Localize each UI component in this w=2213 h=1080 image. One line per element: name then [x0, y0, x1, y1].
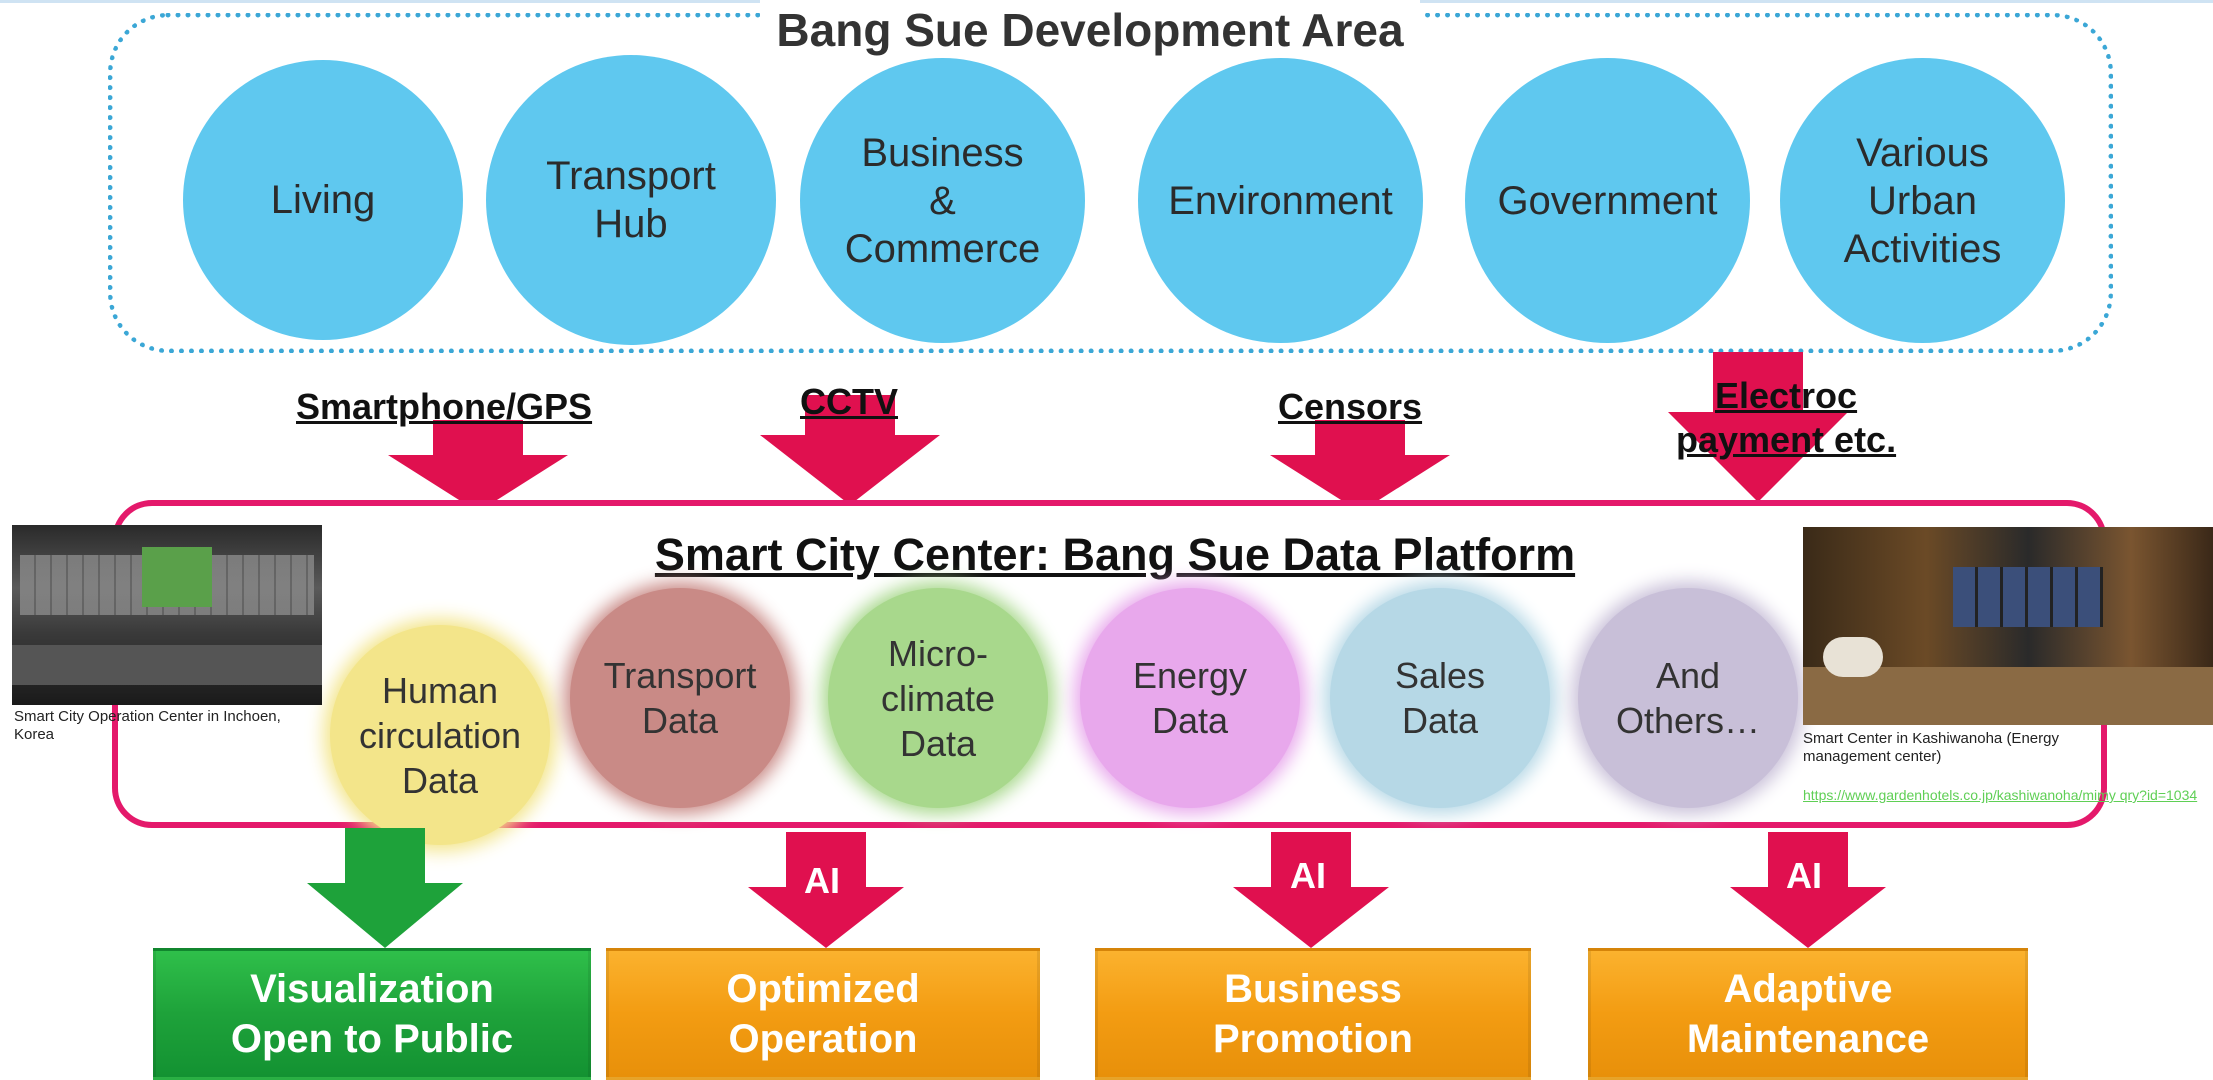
source-label-censors: Censors — [1278, 386, 1423, 427]
source-label-smartphone-gps: Smartphone/GPS — [296, 386, 593, 427]
data-circle-human-circulation: Human circulation Data — [330, 625, 550, 845]
area-circle-various-urban-activities: Various Urban Activities — [1780, 58, 2065, 343]
arrow-ai-business-down — [1233, 832, 1389, 948]
output-adaptive-maintenance: Adaptive Maintenance — [1588, 948, 2028, 1080]
source-label-cctv: CCTV — [800, 381, 898, 422]
arrow-censors-down — [1270, 420, 1450, 512]
data-circle-energy: Energy Data — [1080, 588, 1300, 808]
source-label-electronic-payment: Electroc payment etc. — [1676, 375, 1897, 460]
data-circle-microclimate: Micro- climate Data — [828, 588, 1048, 808]
arrow-payment-down — [1668, 352, 1848, 502]
ai-label-optimized: AI — [804, 860, 840, 901]
area-circle-government: Government — [1465, 58, 1750, 343]
development-area-title: Bang Sue Development Area — [760, 0, 1420, 60]
data-circle-transport: Transport Data — [570, 588, 790, 808]
data-circle-sales: Sales Data — [1330, 588, 1550, 808]
arrow-smartphone-down — [388, 420, 568, 512]
ai-label-business: AI — [1290, 855, 1326, 896]
photo-caption-kashiwanoha: Smart Center in Kashiwanoha (Energy mana… — [1803, 730, 2059, 765]
area-circle-living: Living — [183, 60, 463, 340]
arrow-visualization-down — [307, 828, 463, 948]
photo-caption-incheon: Smart City Operation Center in Inchoen, … — [14, 708, 281, 743]
output-business-promotion: Business Promotion — [1095, 948, 1531, 1080]
photo-source-link[interactable]: https://www.gardenhotels.co.jp/kashiwano… — [1803, 787, 2198, 803]
energy-center-photo-kashiwanoha — [1803, 527, 2213, 725]
arrow-ai-optimized-down — [748, 832, 904, 948]
arrow-ai-adaptive-down — [1730, 832, 1886, 948]
data-platform-title: Smart City Center: Bang Sue Data Platfor… — [654, 529, 1576, 580]
area-circle-environment: Environment — [1138, 58, 1423, 343]
area-circle-business-commerce: Business & Commerce — [800, 58, 1085, 343]
output-visualization-open-to-public: Visualization Open to Public — [153, 948, 591, 1080]
area-circle-transport-hub: Transport Hub — [486, 55, 776, 345]
data-circle-others: And Others… — [1578, 588, 1798, 808]
ai-label-adaptive: AI — [1786, 855, 1822, 896]
arrow-cctv-down — [760, 395, 940, 505]
operation-center-photo-incheon — [12, 525, 322, 705]
output-optimized-operation: Optimized Operation — [606, 948, 1040, 1080]
